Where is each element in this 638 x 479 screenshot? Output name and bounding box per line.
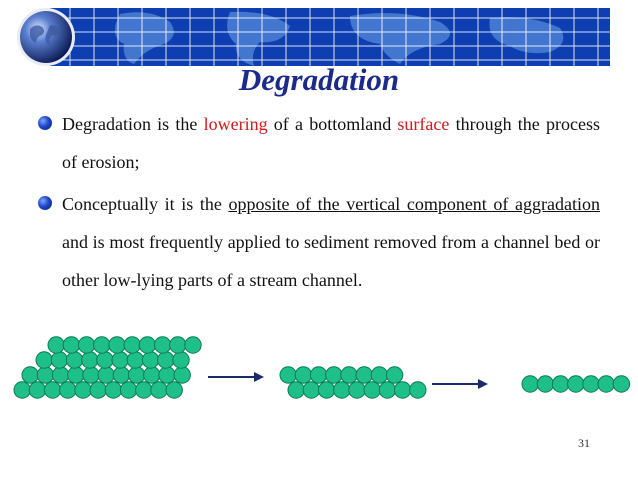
sediment-particle bbox=[157, 351, 175, 369]
bullet-text-2: Conceptually it is the opposite of the v… bbox=[62, 185, 600, 299]
sediment-particle bbox=[59, 381, 77, 399]
sediment-particle bbox=[93, 336, 111, 354]
sediment-particle bbox=[612, 375, 631, 393]
sediment-particle bbox=[521, 375, 539, 393]
text-segment: through the process of erosion; bbox=[62, 114, 600, 172]
globe-icon bbox=[17, 8, 75, 66]
bullet-icon bbox=[38, 116, 52, 130]
sediment-particle bbox=[141, 351, 160, 369]
sediment-particle bbox=[74, 381, 92, 399]
sediment-particle bbox=[279, 366, 297, 384]
sediment-particle bbox=[309, 366, 328, 384]
sediment-particle bbox=[112, 366, 131, 384]
text-segment: of a bottomland bbox=[267, 114, 398, 134]
sediment-particle bbox=[89, 381, 107, 399]
sediment-particle bbox=[135, 381, 153, 399]
sediment-particle bbox=[13, 381, 31, 399]
sediment-particle bbox=[119, 381, 138, 399]
highlight-lowering: lowering bbox=[203, 114, 268, 134]
stage-single-layer bbox=[521, 375, 631, 393]
sediment-particle bbox=[108, 336, 126, 354]
sediment-particle bbox=[582, 375, 600, 393]
sediment-particle bbox=[50, 351, 69, 369]
sediment-particle bbox=[363, 381, 381, 399]
sediment-particle bbox=[126, 351, 145, 369]
degradation-diagram bbox=[13, 336, 631, 399]
sediment-particle bbox=[294, 366, 313, 384]
sediment-particle bbox=[21, 366, 39, 384]
sediment-particle bbox=[35, 351, 53, 369]
sediment-particle bbox=[172, 351, 190, 369]
sediment-particle bbox=[287, 381, 305, 399]
sediment-particle bbox=[317, 381, 336, 399]
highlight-surface: surface bbox=[397, 114, 450, 134]
sediment-particle bbox=[325, 366, 343, 384]
sediment-particle bbox=[97, 366, 115, 384]
sediment-particle bbox=[597, 375, 615, 393]
sediment-particle bbox=[169, 336, 187, 354]
underlined-phrase: opposite of the vertical component of ag… bbox=[228, 194, 600, 214]
sediment-particle bbox=[143, 366, 161, 384]
page-number: 31 bbox=[578, 436, 590, 450]
sediment-particle bbox=[355, 366, 373, 384]
sediment-particle bbox=[111, 351, 129, 369]
world-map-grid bbox=[50, 8, 610, 66]
sediment-particle bbox=[536, 375, 555, 393]
sediment-particle bbox=[348, 381, 366, 399]
sediment-particle bbox=[158, 366, 176, 384]
sediment-particle bbox=[567, 375, 585, 393]
text-segment: Degradation is the bbox=[62, 114, 204, 134]
sediment-particle bbox=[393, 381, 412, 399]
sediment-particle bbox=[77, 336, 96, 354]
sediment-particle bbox=[409, 381, 427, 399]
sediment-particle bbox=[51, 366, 70, 384]
sediment-particle bbox=[127, 366, 146, 384]
text-segment: and is most frequently applied to sedime… bbox=[62, 232, 600, 290]
header-banner bbox=[50, 8, 610, 66]
text-segment: Conceptually it is the bbox=[62, 194, 229, 214]
sediment-particle bbox=[36, 366, 55, 384]
sediment-particle bbox=[67, 366, 85, 384]
sediment-particle bbox=[551, 375, 570, 393]
sediment-particle bbox=[385, 366, 404, 384]
sediment-particle bbox=[47, 336, 65, 354]
sediment-particle bbox=[370, 366, 389, 384]
sediment-particle bbox=[82, 366, 100, 384]
sediment-particle bbox=[302, 381, 321, 399]
sediment-particle bbox=[165, 381, 183, 399]
sediment-particle bbox=[43, 381, 62, 399]
sediment-particle bbox=[153, 336, 172, 354]
sediment-particle bbox=[184, 336, 202, 354]
arrow-right-icon bbox=[432, 379, 488, 389]
stage-thinner-deposit bbox=[279, 366, 427, 399]
bullet-text-1: Degradation is the lowering of a bottoml… bbox=[62, 105, 600, 181]
sediment-particle bbox=[123, 336, 141, 354]
sediment-particle bbox=[333, 381, 351, 399]
sediment-particle bbox=[28, 381, 47, 399]
sediment-particle bbox=[150, 381, 168, 399]
arrow-right-icon bbox=[208, 372, 264, 382]
sediment-particle bbox=[62, 336, 81, 354]
slide-title: Degradation bbox=[238, 62, 400, 97]
sediment-particle bbox=[81, 351, 99, 369]
sediment-particle bbox=[378, 381, 397, 399]
sediment-particle bbox=[340, 366, 358, 384]
sediment-particle bbox=[138, 336, 157, 354]
sediment-particle bbox=[65, 351, 84, 369]
sediment-particle bbox=[104, 381, 123, 399]
sediment-particle bbox=[96, 351, 114, 369]
bullet-icon bbox=[38, 196, 52, 210]
sediment-particle bbox=[173, 366, 191, 384]
stage-thick-deposit bbox=[13, 336, 202, 399]
